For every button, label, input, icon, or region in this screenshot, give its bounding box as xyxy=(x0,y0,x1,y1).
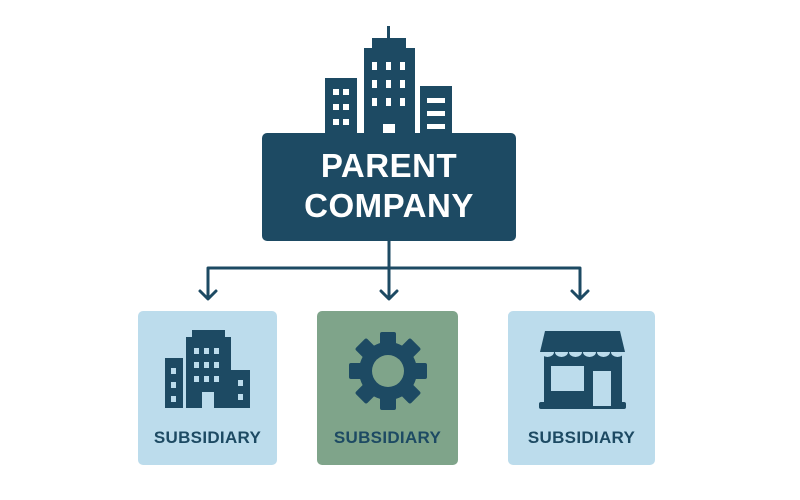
gear-icon xyxy=(349,332,427,410)
parent-company-label: PARENT COMPANY xyxy=(262,146,516,226)
subsidiary-label-1: SUBSIDIARY xyxy=(153,428,262,447)
parent-label-line2: COMPANY xyxy=(304,187,474,224)
office-building-icon xyxy=(165,330,250,408)
subsidiary-label-2: SUBSIDIARY xyxy=(333,428,442,447)
connector-lines xyxy=(198,238,590,301)
subsidiary-label-3: SUBSIDIARY xyxy=(527,428,636,447)
storefront-icon xyxy=(539,331,626,409)
parent-company-box xyxy=(262,133,516,241)
building-windows xyxy=(333,62,445,133)
parent-label-line1: PARENT xyxy=(320,147,458,184)
